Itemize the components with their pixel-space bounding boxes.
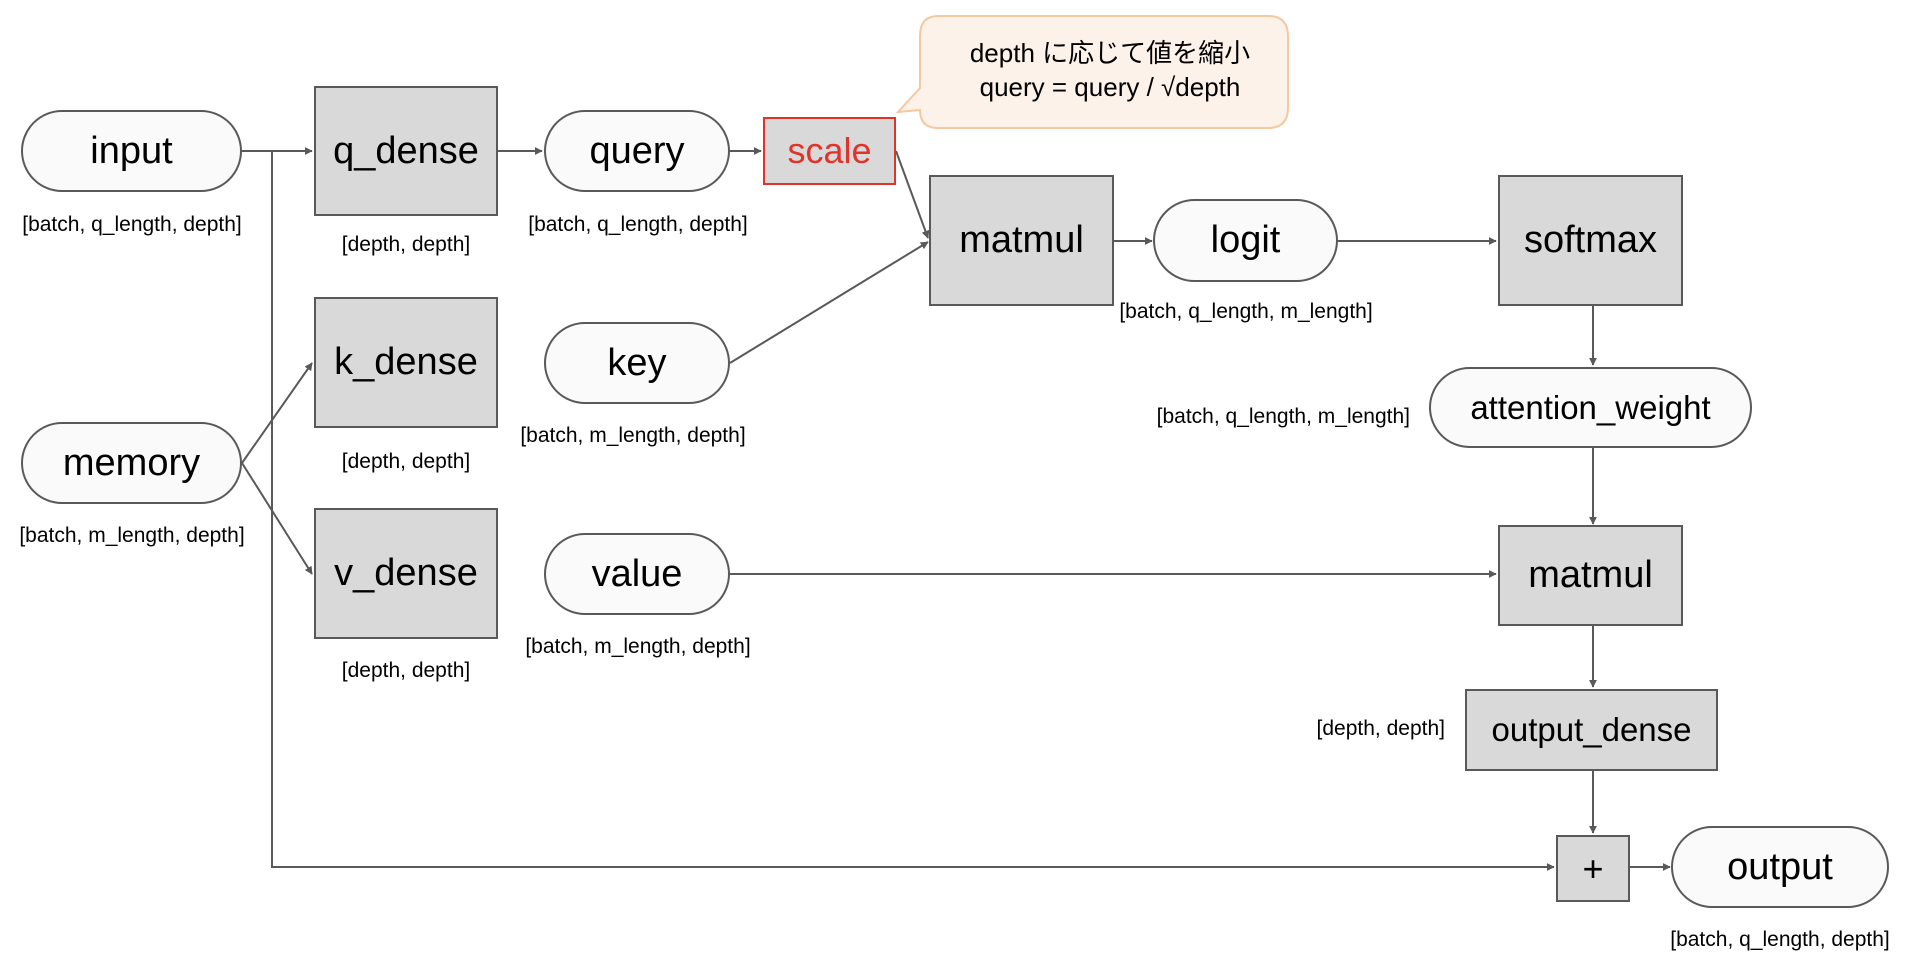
shape-label-memory: [batch, m_length, depth] [19,524,245,547]
node-scale: scale [763,117,896,185]
edge-residual-input-add [271,151,1555,871]
shape-label-q-dense: [depth, depth] [341,233,471,256]
callout-line-2: query = query / √depth [979,72,1241,102]
callout-note: depth に応じて値を縮小 query = query / √depth [925,36,1295,104]
shape-label-value: [batch, m_length, depth] [525,635,751,658]
node-k-dense: k_dense [314,297,498,428]
shape-label-query: [batch, q_length, depth] [528,213,748,236]
node-q-dense: q_dense [314,86,498,216]
node-attention-weight: attention_weight [1429,367,1752,448]
edge-scale-matmul [895,150,930,239]
node-input: input [21,110,242,192]
node-logit: logit [1153,199,1338,282]
node-query: query [544,110,730,192]
shape-label-key: [batch, m_length, depth] [520,424,746,447]
node-output-dense: output_dense [1465,689,1718,771]
node-key: key [544,322,730,404]
shape-label-output-dense: [depth, depth] [1316,717,1445,740]
callout-line-1: depth に応じて値を縮小 [969,38,1251,68]
edge-memory-vdense [241,462,313,575]
shape-label-input: [batch, q_length, depth] [22,213,242,236]
edge-memory-kdense [241,362,313,464]
node-matmul-1: matmul [929,175,1114,306]
shape-label-logit: [batch, q_length, m_length] [1119,300,1373,323]
edge-key-matmul [729,241,929,364]
node-value: value [544,533,730,615]
node-softmax: softmax [1498,175,1683,306]
node-matmul-2: matmul [1498,525,1683,626]
node-memory: memory [21,422,242,504]
shape-label-output: [batch, q_length, depth] [1670,928,1890,951]
shape-label-v-dense: [depth, depth] [341,659,471,682]
node-output: output [1671,826,1889,908]
node-add: + [1556,835,1630,902]
callout-bubble [895,15,1289,129]
shape-label-k-dense: [depth, depth] [341,450,471,473]
node-v-dense: v_dense [314,508,498,639]
shape-label-attention-weight: [batch, q_length, m_length] [1156,405,1410,428]
